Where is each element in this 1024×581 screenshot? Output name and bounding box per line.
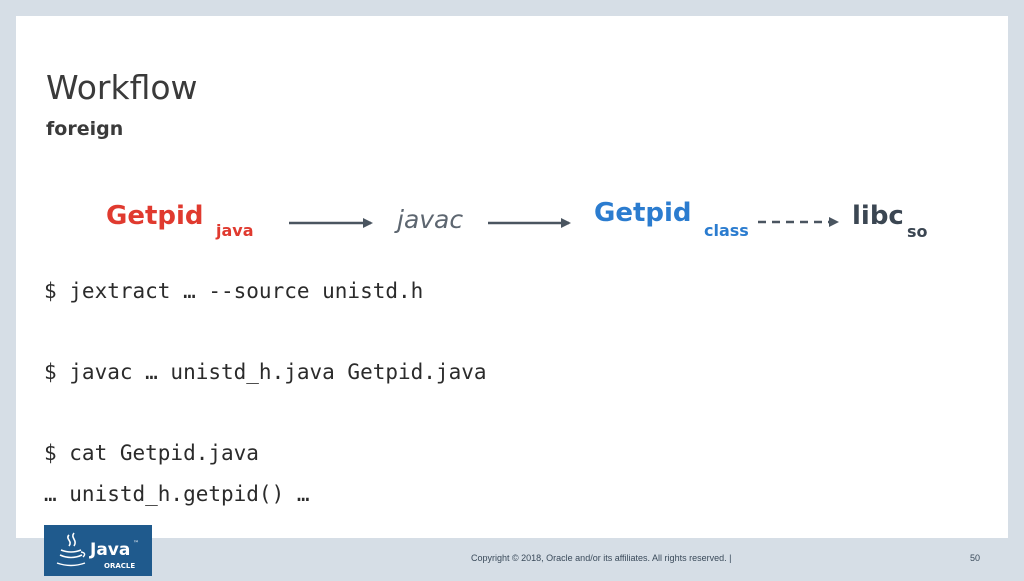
java-oracle-logo: Java ™ ORACLE — [44, 525, 152, 576]
copyright-notice: Copyright © 2018, Oracle and/or its affi… — [471, 553, 732, 563]
node-javac: javac — [394, 205, 463, 234]
logo-oracle-text: ORACLE — [104, 562, 135, 570]
node-libc-sub: so — [907, 222, 928, 241]
node-getpid-java-main: Getpid — [106, 201, 204, 231]
code-line-jextract: $ jextract … --source unistd.h — [44, 279, 424, 303]
page-number: 50 — [970, 553, 981, 563]
java-cup-icon: Java ™ ORACLE — [56, 532, 139, 570]
node-getpid-java-sub: java — [215, 221, 254, 240]
slide-subtitle: foreign — [46, 118, 124, 140]
code-line-getpid-call: … unistd_h.getpid() … — [44, 482, 310, 506]
slide-title: Workflow — [46, 68, 198, 107]
slide: Workflow foreign Getpid java javac Getpi… — [16, 16, 1008, 538]
logo-tm: ™ — [133, 540, 139, 547]
node-libc-main: libc — [852, 201, 904, 231]
node-getpid-class-main: Getpid — [594, 198, 692, 228]
code-line-javac: $ javac … unistd_h.java Getpid.java — [44, 360, 487, 384]
logo-java-text: Java — [89, 540, 130, 560]
node-getpid-class-sub: class — [704, 221, 749, 240]
code-line-cat: $ cat Getpid.java — [44, 441, 259, 465]
workflow-diagram: Getpid java javac Getpid class libc so — [106, 198, 928, 241]
